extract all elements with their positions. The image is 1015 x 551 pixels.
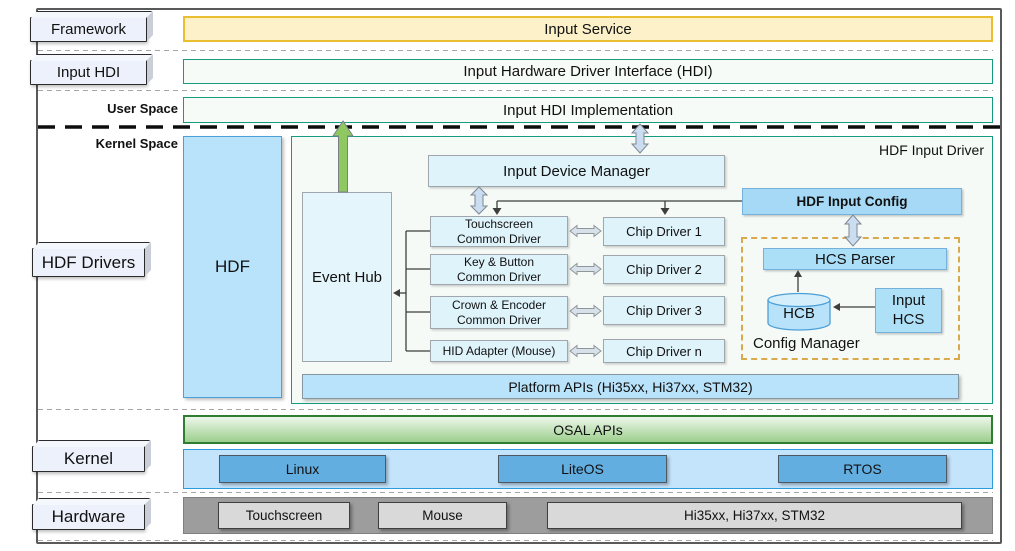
- os-label: RTOS: [843, 461, 882, 477]
- rail-input-hdi-box: Input HDI: [30, 60, 147, 85]
- event-hub-label: Event Hub: [311, 268, 383, 286]
- chip-driver-label: Chip Driver 1: [626, 224, 702, 239]
- rail-hdf-drivers-box: HDF Drivers: [32, 248, 145, 277]
- hw-chips-box: Hi35xx, Hi37xx, STM32: [547, 502, 962, 529]
- common-driver-key-button: Key & Button Common Driver: [430, 254, 568, 285]
- input-hdi-interface-bar: Input Hardware Driver Interface (HDI): [183, 59, 993, 84]
- rail-framework-label: Framework: [50, 21, 126, 38]
- rail-framework-box: Framework: [30, 17, 147, 42]
- hdf-input-config-label: HDF Input Config: [796, 194, 908, 209]
- rail-hardware-box: Hardware: [32, 504, 145, 530]
- common-driver-touchscreen: Touchscreen Common Driver: [430, 216, 568, 247]
- common-driver-crown-encoder: Crown & Encoder Common Driver: [430, 296, 568, 329]
- hcb-cylinder-label: HCB: [783, 304, 815, 322]
- os-label: Linux: [285, 461, 320, 477]
- common-driver-label: Touchscreen Common Driver: [456, 216, 541, 246]
- hw-label: Touchscreen: [245, 508, 323, 523]
- input-service-label: Input Service: [544, 20, 632, 38]
- os-label: LiteOS: [561, 461, 604, 477]
- chip-driver-3: Chip Driver 3: [603, 296, 725, 325]
- input-device-manager-label: Input Device Manager: [503, 162, 650, 180]
- input-hcs-box: Input HCS: [875, 288, 942, 333]
- rail-kernel-label: Kernel: [63, 449, 114, 468]
- kernel-space-label: Kernel Space: [95, 136, 178, 151]
- osal-apis-bar: OSAL APIs: [183, 415, 993, 444]
- chip-driver-label: Chip Driver 3: [626, 303, 702, 318]
- platform-apis-bar: Platform APIs (Hi35xx, Hi37xx, STM32): [302, 374, 959, 399]
- os-rtos-box: RTOS: [778, 455, 947, 483]
- input-hdi-impl-bar: Input HDI Implementation: [183, 97, 993, 123]
- os-linux-box: Linux: [219, 455, 386, 483]
- hw-mouse-box: Mouse: [378, 502, 507, 529]
- rail-hdf-drivers-label: HDF Drivers: [41, 252, 136, 272]
- hdf-input-driver-title: HDF Input Driver: [878, 142, 984, 158]
- input-hdi-interface-label: Input Hardware Driver Interface (HDI): [463, 63, 713, 80]
- hw-label: Hi35xx, Hi37xx, STM32: [683, 508, 826, 523]
- hdf-box: HDF: [183, 136, 282, 398]
- chip-driver-n: Chip Driver n: [603, 339, 725, 363]
- rail-kernel-box: Kernel: [32, 446, 145, 472]
- chip-driver-label: Chip Driver 2: [626, 262, 702, 277]
- hw-touchscreen-box: Touchscreen: [218, 502, 350, 529]
- rail-input-hdi-label: Input HDI: [56, 64, 121, 81]
- hdf-input-config-box: HDF Input Config: [742, 188, 962, 215]
- hcs-parser-label: HCS Parser: [814, 250, 896, 268]
- rail-hardware-label: Hardware: [51, 507, 126, 526]
- event-hub-box: Event Hub: [302, 192, 392, 362]
- platform-apis-label: Platform APIs (Hi35xx, Hi37xx, STM32): [508, 378, 753, 395]
- common-driver-label: Key & Button Common Driver: [456, 254, 541, 284]
- common-driver-hid-adapter: HID Adapter (Mouse): [430, 340, 568, 362]
- user-space-label: User Space: [107, 101, 178, 116]
- os-liteos-box: LiteOS: [498, 455, 667, 483]
- common-driver-label: HID Adapter (Mouse): [442, 344, 556, 358]
- config-manager-label: Config Manager: [753, 335, 860, 352]
- input-hdi-impl-label: Input HDI Implementation: [502, 101, 674, 119]
- chip-driver-1: Chip Driver 1: [603, 217, 725, 246]
- hcs-parser-box: HCS Parser: [763, 248, 947, 270]
- hw-label: Mouse: [422, 508, 463, 523]
- common-driver-label: Crown & Encoder Common Driver: [451, 297, 547, 327]
- osal-apis-label: OSAL APIs: [553, 421, 623, 438]
- chip-driver-2: Chip Driver 2: [603, 255, 725, 284]
- input-service-bar: Input Service: [183, 16, 993, 42]
- input-hcs-label: Input HCS: [891, 292, 926, 328]
- input-device-manager-box: Input Device Manager: [428, 155, 725, 187]
- chip-driver-label: Chip Driver n: [626, 343, 702, 359]
- hdf-label: HDF: [215, 257, 250, 276]
